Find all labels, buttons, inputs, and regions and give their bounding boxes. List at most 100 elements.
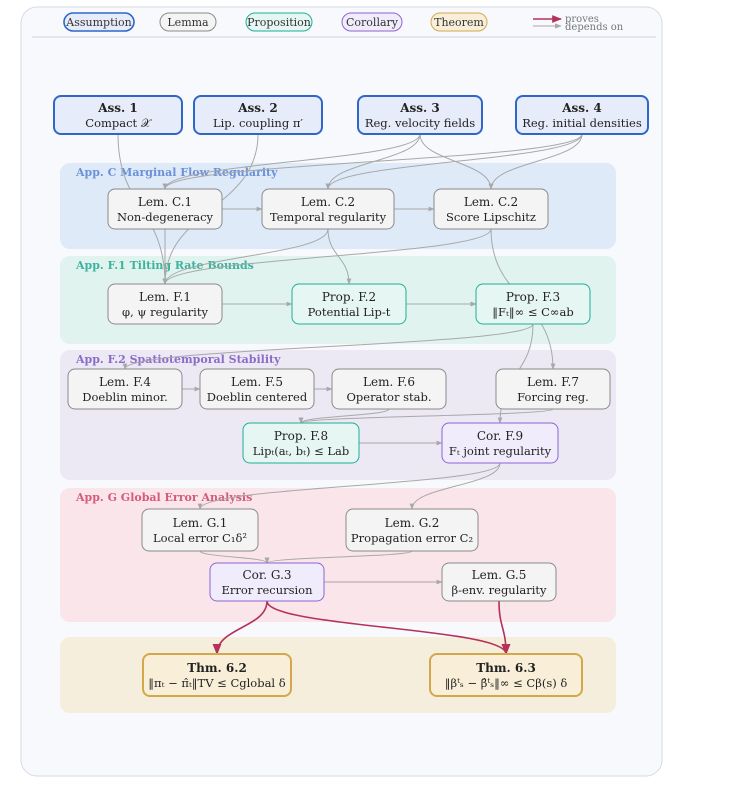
node-F3: Prop. F.3‖Fₜ‖∞ ≤ C∞ab — [475, 283, 591, 325]
node-title-T63: Thm. 6.3 — [476, 661, 536, 675]
node-body-F5: Doeblin centered — [207, 390, 308, 404]
dependency-edges — [117, 133, 583, 656]
edge-F7-F8 — [298, 408, 554, 424]
legend-label-proposition: Proposition — [247, 16, 311, 29]
legend-swatch-proposition — [245, 12, 313, 32]
node-title-G2: Lem. G.2 — [385, 516, 440, 530]
edge-G3-T62 — [212, 600, 268, 656]
node-box-G2 — [345, 508, 479, 552]
node-body-G2: Propagation error C₂ — [351, 531, 473, 545]
node-body-G1: Local error C₁δ² — [153, 531, 247, 545]
node-box-G1 — [141, 508, 259, 552]
node-body-F1: φ, ψ regularity — [122, 305, 208, 319]
node-title-G1: Lem. G.1 — [173, 516, 228, 530]
legend-item-corollary: Corollary — [341, 12, 403, 32]
node-box-G5 — [441, 562, 557, 602]
legend-swatch-assumption — [63, 12, 135, 32]
legend-item-lemma: Lemma — [159, 12, 217, 32]
node-title-A1: Ass. 1 — [97, 101, 138, 115]
edge-F6-F8 — [298, 408, 390, 424]
node-T62: Thm. 6.2‖πₜ − π̂ₜ‖TV ≤ Cglobal δ — [142, 653, 292, 697]
legend-label-corollary: Corollary — [346, 16, 399, 29]
legend-label-lemma: Lemma — [167, 16, 209, 29]
edge-F3-F4 — [122, 323, 534, 370]
node-title-C2: Lem. C.2 — [301, 195, 355, 209]
edge-G3-T63 — [266, 600, 511, 656]
node-title-C3: Lem. C.2 — [464, 195, 518, 209]
node-box-T63 — [429, 653, 583, 697]
node-body-F7: Forcing reg. — [517, 390, 589, 404]
node-title-F2: Prop. F.2 — [322, 290, 376, 304]
node-title-C1: Lem. C.1 — [138, 195, 192, 209]
node-title-F9: Cor. F.9 — [477, 429, 523, 443]
node-box-C1 — [107, 188, 223, 230]
node-body-A2: Lip. coupling π′ — [213, 116, 303, 130]
node-body-G5: β-env. regularity — [451, 583, 547, 597]
legend-label-theorem: Theorem — [434, 16, 484, 29]
node-body-F6: Operator stab. — [346, 390, 431, 404]
edge-G2-G3 — [264, 550, 413, 564]
node-body-C2: Temporal regularity — [270, 210, 387, 224]
edge-A4-C2 — [325, 133, 583, 190]
node-F1: Lem. F.1φ, ψ regularity — [107, 283, 223, 325]
node-body-A4: Reg. initial densities — [522, 116, 642, 130]
legend-swatch-lemma — [159, 12, 217, 32]
legend-item-theorem: Theorem — [430, 12, 488, 32]
node-box-C2 — [261, 188, 395, 230]
band-title-G: App. G Global Error Analysis — [75, 491, 252, 504]
node-body-F9: Fₜ joint regularity — [449, 444, 552, 458]
node-title-A4: Ass. 4 — [561, 101, 602, 115]
edge-F9-G1 — [197, 462, 501, 510]
node-box-F2 — [291, 283, 407, 325]
node-body-A3: Reg. velocity fields — [365, 116, 475, 130]
node-body-F3: ‖Fₜ‖∞ ≤ C∞ab — [492, 305, 573, 320]
node-body-F8: Lipₜ(aₜ, bₜ) ≤ Lab — [253, 444, 350, 458]
node-body-F2: Potential Lip-t — [308, 305, 391, 319]
node-body-T62: ‖πₜ − π̂ₜ‖TV ≤ Cglobal δ — [148, 676, 285, 691]
node-title-F1: Lem. F.1 — [139, 290, 191, 304]
node-box-A3 — [357, 95, 483, 135]
node-title-G3: Cor. G.3 — [242, 568, 291, 582]
node-box-A4 — [515, 95, 649, 135]
node-box-F5 — [199, 368, 315, 410]
node-box-T62 — [142, 653, 292, 697]
node-T63: Thm. 6.3‖βᵗₛ − β̂ᵗₛ‖∞ ≤ Cβ(s) δ — [429, 653, 583, 697]
legend-item-proposition: Proposition — [245, 12, 313, 32]
node-title-F8: Prop. F.8 — [274, 429, 328, 443]
node-box-F7 — [495, 368, 611, 410]
node-body-A1: Compact 𝒳 — [85, 116, 153, 130]
legend-item-assumption: Assumption — [63, 12, 135, 32]
edge-C2-F1 — [162, 228, 329, 285]
node-box-G3 — [209, 562, 325, 602]
node-body-G3: Error recursion — [221, 583, 313, 597]
node-title-F4: Lem. F.4 — [99, 375, 151, 389]
edge-A3-C1 — [162, 133, 421, 190]
edge-A4-C1 — [162, 133, 583, 190]
node-box-F6 — [331, 368, 447, 410]
legend-swatch-theorem — [430, 12, 488, 32]
node-body-T63: ‖βᵗₛ − β̂ᵗₛ‖∞ ≤ Cβ(s) δ — [445, 676, 568, 691]
edge-A4-C3 — [488, 133, 583, 190]
edge-F9-G2 — [409, 462, 501, 510]
node-G5: Lem. G.5β-env. regularity — [441, 562, 557, 602]
node-box-F9 — [441, 422, 559, 464]
legend-label-assumption: Assumption — [65, 16, 131, 29]
node-body-F4: Doeblin minor. — [82, 390, 168, 404]
legend-depends-label: depends on — [565, 22, 624, 33]
